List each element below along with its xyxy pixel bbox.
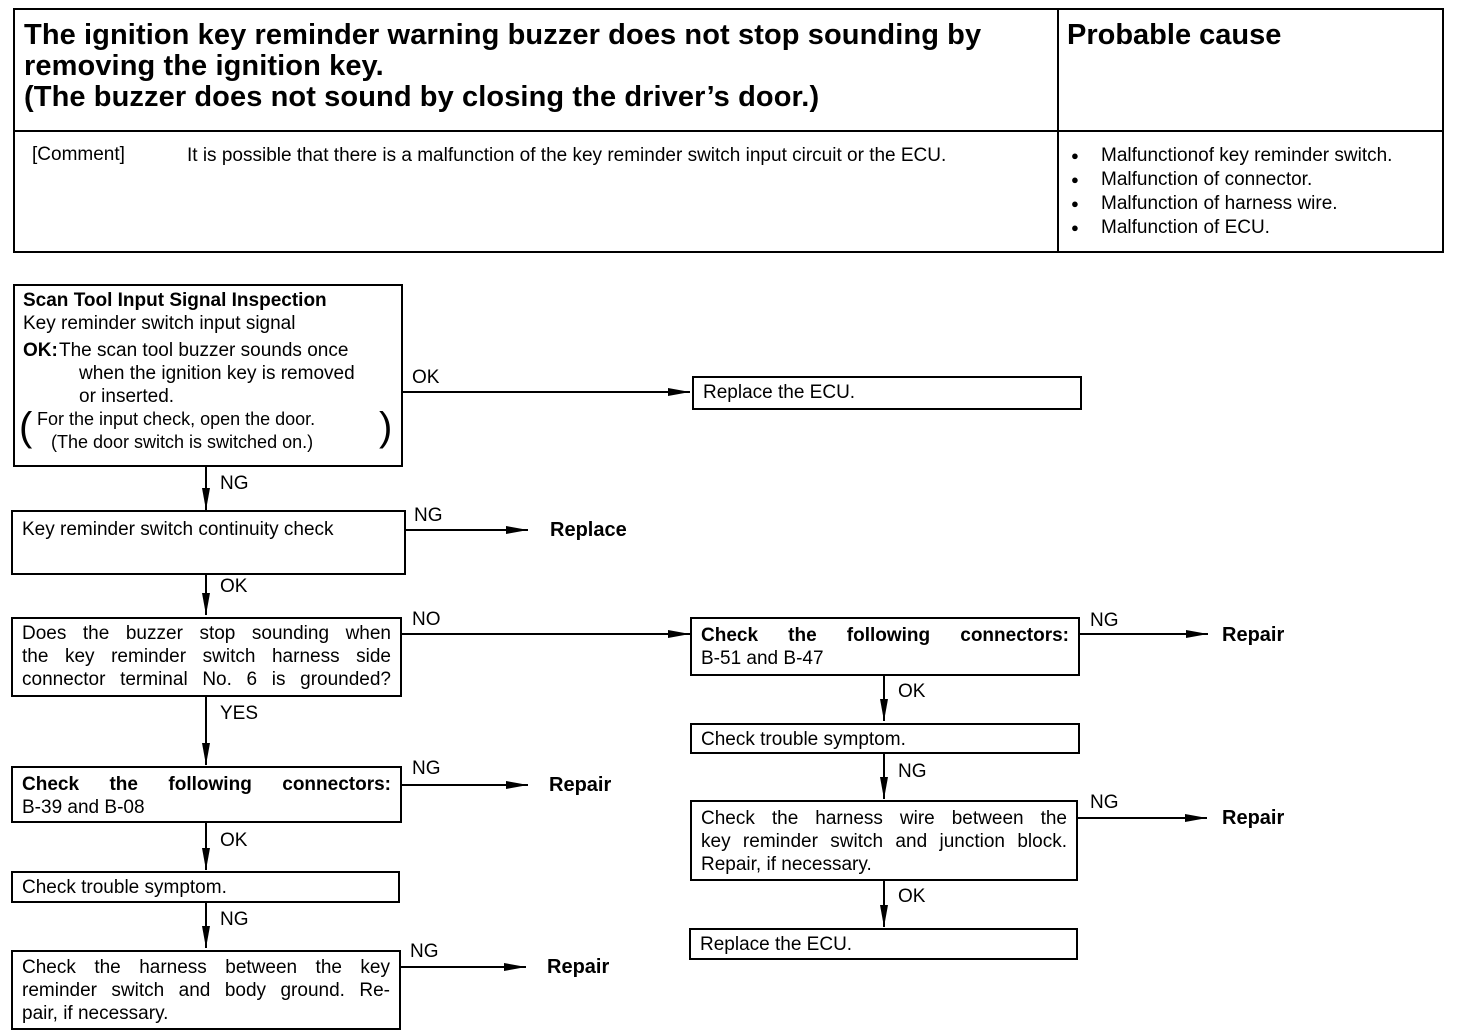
repair-action: Repair bbox=[1222, 624, 1285, 646]
label-ng: NG bbox=[414, 505, 443, 526]
list-item: Malfunctionof key reminder switch. bbox=[1067, 144, 1392, 168]
harness-line: reminder switch and body ground. Re- bbox=[22, 980, 390, 1001]
label-no: NO bbox=[412, 609, 441, 630]
harness-ground-box: Check the harness between the key remind… bbox=[11, 950, 401, 1030]
note-paren-close: ) bbox=[379, 405, 393, 449]
continuity-check-box: Key reminder switch continuity check bbox=[11, 510, 406, 575]
ok-text-line: when the ignition key is removed bbox=[79, 363, 355, 384]
label-ng: NG bbox=[1090, 610, 1119, 631]
label-ok: OK bbox=[412, 367, 440, 388]
label-ng: NG bbox=[898, 761, 927, 782]
repair-action: Repair bbox=[547, 956, 610, 978]
replace-ecu-box: Replace the ECU. bbox=[689, 928, 1078, 960]
check-connectors-heading: Check the following connectors: bbox=[701, 625, 1069, 646]
buzzer-question-box: Does the buzzer stop sounding when the k… bbox=[11, 617, 402, 697]
note-line: (The door switch is switched on.) bbox=[51, 432, 314, 452]
check-connectors-heading: Check the following connectors: bbox=[22, 774, 391, 795]
symptom-table: The ignition key reminder warning buzzer… bbox=[13, 8, 1444, 253]
symptom-title-line: removing the ignition key. bbox=[24, 50, 384, 82]
note-text: For the input check, open the door. (The… bbox=[37, 408, 315, 454]
probable-cause-heading: Probable cause bbox=[1067, 19, 1282, 51]
ok-key: OK: bbox=[23, 340, 58, 361]
label-ok: OK bbox=[220, 830, 248, 851]
label-ng: NG bbox=[410, 941, 439, 962]
repair-action: Repair bbox=[549, 774, 612, 796]
table-column-divider bbox=[1057, 10, 1059, 251]
label-ng: NG bbox=[220, 909, 249, 930]
note-paren-open: ( bbox=[19, 405, 33, 449]
harness-line: Repair, if necessary. bbox=[701, 854, 872, 875]
scan-tool-inspection-box: Scan Tool Input Signal Inspection Key re… bbox=[13, 284, 403, 467]
trouble-symptom-1-box: Check trouble symptom. bbox=[11, 871, 400, 903]
comment-text: It is possible that there is a malfuncti… bbox=[187, 145, 947, 166]
list-item: Malfunction of ECU. bbox=[1067, 216, 1392, 240]
scan-tool-title: Scan Tool Input Signal Inspection bbox=[23, 290, 327, 311]
comment-label: [Comment] bbox=[32, 144, 125, 165]
symptom-title: The ignition key reminder warning buzzer… bbox=[24, 20, 1049, 113]
symptom-title-line: The ignition key reminder warning buzzer… bbox=[24, 19, 982, 51]
repair-action: Repair bbox=[1222, 807, 1285, 829]
ok-text-line: or inserted. bbox=[79, 386, 175, 407]
harness-line: Check the harness wire between the bbox=[701, 808, 1067, 829]
replace-ecu-box: Replace the ECU. bbox=[692, 376, 1082, 410]
scan-ok-condition: OK: The scan tool buzzer sounds once whe… bbox=[23, 339, 393, 408]
label-ng: NG bbox=[220, 473, 249, 494]
question-line: connector terminal No. 6 is grounded? bbox=[22, 669, 391, 690]
question-line: the key reminder switch harness side bbox=[22, 646, 391, 667]
replace-action: Replace bbox=[550, 519, 627, 541]
probable-cause-list: Malfunctionof key reminder switch. Malfu… bbox=[1067, 144, 1392, 240]
note-line: For the input check, open the door. bbox=[37, 409, 316, 429]
ok-text-line: The scan tool buzzer sounds once bbox=[59, 340, 349, 361]
ok-text: The scan tool buzzer sounds once when th… bbox=[59, 339, 355, 408]
question-line: Does the buzzer stop sounding when bbox=[22, 623, 391, 644]
label-ok: OK bbox=[898, 681, 926, 702]
label-ng: NG bbox=[412, 758, 441, 779]
list-item: Malfunction of connector. bbox=[1067, 168, 1392, 192]
harness-junction-box: Check the harness wire between the key r… bbox=[690, 800, 1078, 881]
harness-line: key reminder switch and junction block. bbox=[701, 831, 1067, 852]
table-row-divider bbox=[15, 130, 1442, 132]
symptom-title-line: (The buzzer does not sound by closing th… bbox=[24, 81, 820, 113]
connector-ids: B-39 and B-08 bbox=[22, 797, 145, 818]
label-yes: YES bbox=[220, 703, 259, 724]
label-ok: OK bbox=[898, 886, 926, 907]
harness-line: pair, if necessary. bbox=[22, 1003, 169, 1024]
check-connectors-1-box: Check the following connectors: B-39 and… bbox=[11, 766, 402, 823]
scan-note: ( For the input check, open the door. (T… bbox=[19, 405, 393, 456]
harness-line: Check the harness between the key bbox=[22, 957, 390, 978]
trouble-symptom-2-box: Check trouble symptom. bbox=[690, 723, 1080, 754]
scan-tool-subtitle: Key reminder switch input signal bbox=[23, 313, 296, 334]
connector-ids: B-51 and B-47 bbox=[701, 648, 824, 669]
check-connectors-2-box: Check the following connectors: B-51 and… bbox=[690, 617, 1080, 676]
label-ok: OK bbox=[220, 576, 248, 597]
label-ng: NG bbox=[1090, 792, 1119, 813]
list-item: Malfunction of harness wire. bbox=[1067, 192, 1392, 216]
